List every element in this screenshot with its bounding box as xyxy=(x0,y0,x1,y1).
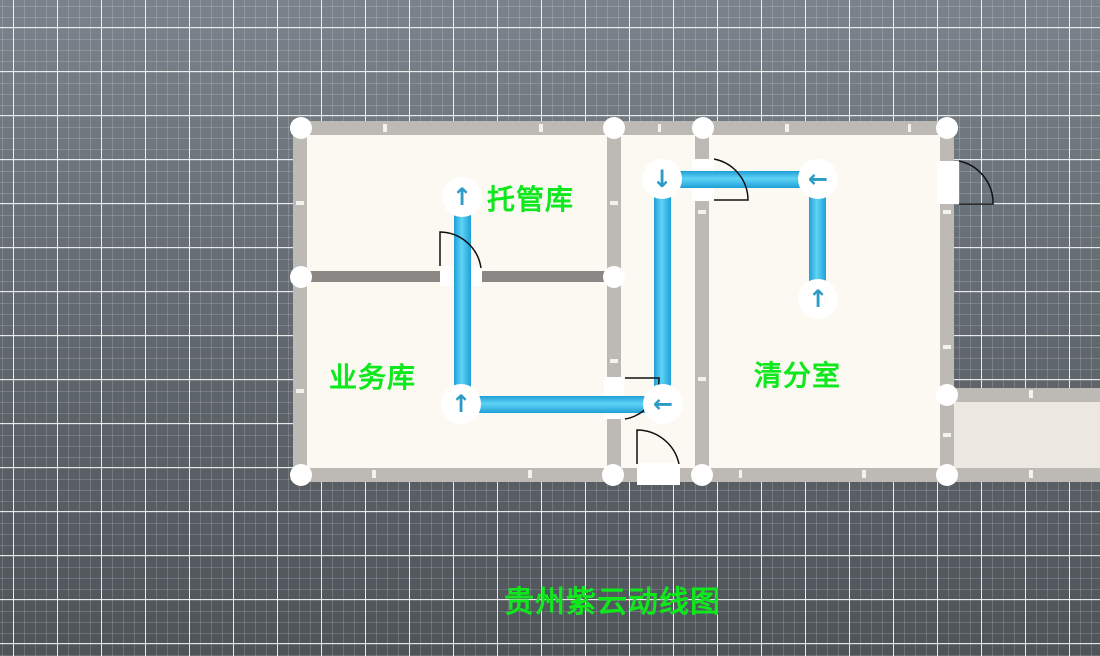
wall-node[interactable] xyxy=(290,117,312,139)
wall-node[interactable] xyxy=(603,117,625,139)
wall-node[interactable] xyxy=(290,266,312,288)
room-floor-corridor-right[interactable] xyxy=(947,395,1100,475)
route-arrow-up-icon[interactable]: ↑ xyxy=(798,279,838,319)
arrow-up-icon: ↑ xyxy=(450,390,472,418)
room-label-qingfenshi: 清分室 xyxy=(754,359,842,392)
wall-tick xyxy=(383,124,387,132)
wall-node[interactable] xyxy=(290,464,312,486)
wall-tick xyxy=(943,433,951,437)
wall-node[interactable] xyxy=(691,464,713,486)
wall-tick xyxy=(1029,470,1033,478)
arrow-up-icon: ↑ xyxy=(807,285,829,313)
wall-node[interactable] xyxy=(602,464,624,486)
wall-tick xyxy=(943,210,951,214)
room-label-tuoguanku: 托管库 xyxy=(487,183,575,216)
wall-tick xyxy=(296,201,304,205)
arrow-down-icon: ↓ xyxy=(651,165,673,193)
wall-tick xyxy=(372,470,376,478)
wall-tick xyxy=(698,377,706,381)
wall-tick xyxy=(528,470,532,478)
wall-node[interactable] xyxy=(692,117,714,139)
wall-node[interactable] xyxy=(936,117,958,139)
wall-tick xyxy=(908,124,911,132)
route-arrow-down-icon[interactable]: ↓ xyxy=(642,159,682,199)
wall-tick xyxy=(862,470,866,478)
wall-tick xyxy=(698,210,706,214)
wall-tick xyxy=(610,201,618,205)
wall-corridor-top[interactable] xyxy=(947,388,1100,402)
route-arrow-left-icon[interactable]: ← xyxy=(798,159,838,199)
route-arrow-up-icon[interactable]: ↑ xyxy=(442,177,482,217)
wall-tick xyxy=(785,124,789,132)
arrow-left-icon: ← xyxy=(652,390,674,418)
door-gap-qingfen-exterior[interactable] xyxy=(937,161,959,204)
wall-node[interactable] xyxy=(936,464,958,486)
wall-tick xyxy=(296,389,304,393)
diagram-title: 贵州紫云动线图 xyxy=(504,585,721,620)
wall-tick xyxy=(539,124,543,132)
route-arrow-up-icon[interactable]: ↑ xyxy=(441,384,481,424)
arrow-up-icon: ↑ xyxy=(451,183,473,211)
wall-tick xyxy=(610,359,618,363)
door-swings xyxy=(439,158,994,465)
wall-node[interactable] xyxy=(603,266,625,288)
arrow-left-icon: ← xyxy=(807,165,829,193)
wall-tick xyxy=(739,470,742,478)
room-label-yewuku: 业务库 xyxy=(329,361,417,394)
wall-node[interactable] xyxy=(936,384,958,406)
wall-tick xyxy=(658,124,661,132)
route-path xyxy=(454,171,826,413)
wall-tick xyxy=(1029,390,1033,398)
door-gap-corridor-bottom[interactable] xyxy=(637,463,680,485)
route-arrow-left-icon[interactable]: ← xyxy=(643,384,683,424)
wall-tick xyxy=(943,345,951,349)
